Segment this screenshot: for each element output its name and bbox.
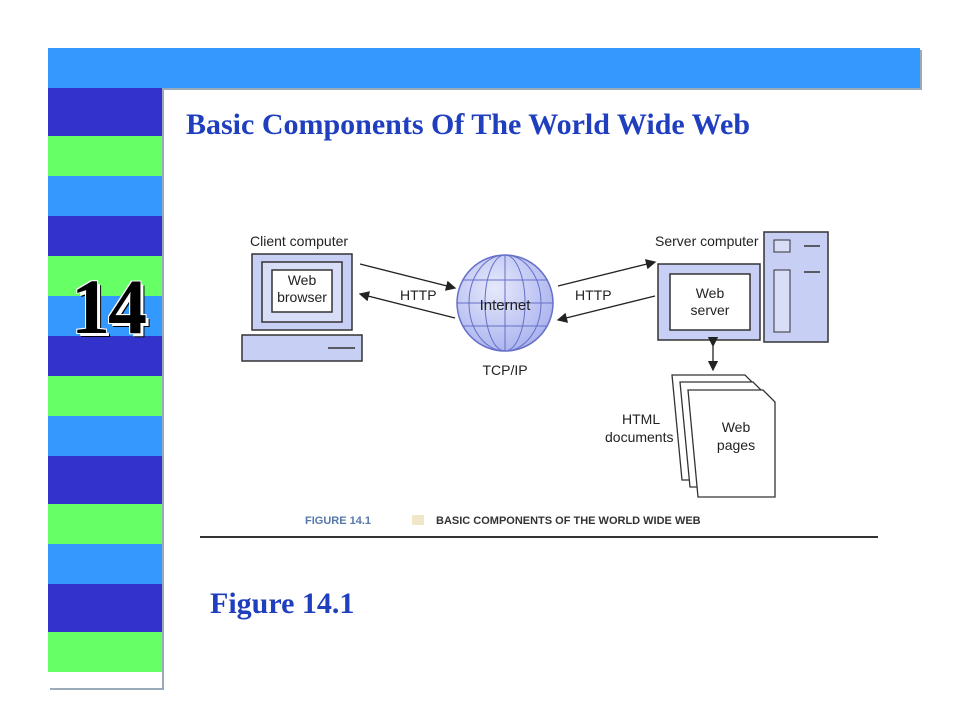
server-computer-icon: [657, 231, 829, 343]
internet-label: Internet: [480, 297, 532, 314]
browser-label-line2: browser: [277, 289, 327, 305]
stripe: [48, 376, 162, 416]
figure-number: FIGURE 14.1: [305, 515, 371, 527]
slide-title: Basic Components Of The World Wide Web: [186, 108, 751, 141]
stripe: [48, 88, 162, 136]
arrow-internet-to-server: [557, 259, 657, 287]
client-computer-label: Client computer: [250, 233, 348, 249]
side-stripe-bar: [48, 88, 162, 688]
chapter-number: 14: [71, 263, 147, 350]
browser-label-line1: Web: [288, 272, 317, 288]
http-right-label: HTTP: [575, 287, 612, 303]
stripe: [48, 256, 162, 296]
pages-label-line1: Web: [722, 419, 751, 435]
stripe: [48, 544, 162, 584]
stripe: [48, 336, 162, 376]
web-pages-stack-icon: [671, 374, 776, 498]
figure-caption: Figure 14.1: [210, 587, 355, 620]
html-label-line1: HTML: [622, 411, 660, 427]
arrow-server-to-internet: [556, 295, 656, 323]
stripe: [48, 632, 162, 672]
arrow-internet-to-client: [358, 291, 456, 319]
http-left-label: HTTP: [400, 287, 437, 303]
stripe: [48, 176, 162, 216]
figure-title: BASIC COMPONENTS OF THE WORLD WIDE WEB: [436, 515, 701, 527]
top-accent-bar: [48, 48, 920, 88]
server-screen-line2: server: [691, 302, 730, 318]
internet-globe-icon: [456, 254, 554, 352]
stripe: [48, 296, 162, 336]
tcpip-label: TCP/IP: [482, 362, 527, 378]
server-screen-line1: Web: [696, 285, 725, 301]
stripe: [48, 216, 162, 256]
stripe: [48, 504, 162, 544]
caption-separator-box: [412, 515, 424, 525]
server-computer-label: Server computer: [655, 233, 759, 249]
stripe: [48, 416, 162, 456]
arrow-client-to-internet: [359, 263, 457, 291]
pages-label-line2: pages: [717, 437, 755, 453]
stripe: [48, 456, 162, 504]
stripe: [48, 584, 162, 632]
stripe: [48, 136, 162, 176]
html-label-line2: documents: [605, 429, 673, 445]
client-computer-icon: [241, 253, 363, 362]
www-components-diagram: Client computer Web browser HTTP Interne…: [200, 231, 878, 538]
